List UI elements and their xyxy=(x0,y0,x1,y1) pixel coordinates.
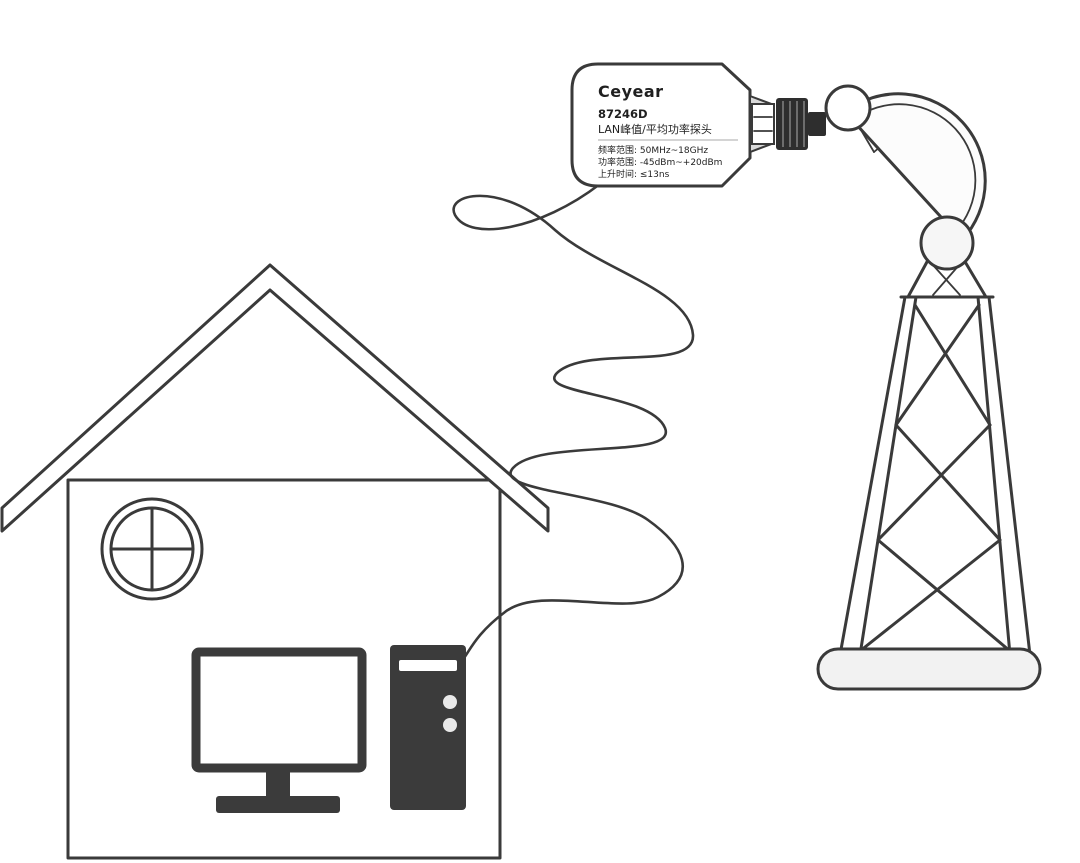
computer-monitor xyxy=(191,647,367,813)
round-window xyxy=(100,497,204,601)
tower-brace xyxy=(913,303,992,427)
sensor-spec-power: 功率范围: -45dBm~+20dBm xyxy=(598,156,722,168)
tower-right-rail-outer xyxy=(987,295,1032,657)
dish-mount-knob xyxy=(919,215,975,271)
sensor-name-text: LAN峰值/平均功率探头 xyxy=(598,122,712,136)
pc-power-button xyxy=(443,695,457,709)
radio-tower xyxy=(816,258,1042,691)
sensor-model-text: 87246D xyxy=(598,107,648,121)
pc-drive-slot xyxy=(399,660,457,671)
tower-left-rail-outer xyxy=(838,295,907,657)
monitor-screen xyxy=(191,647,367,773)
tower-base xyxy=(816,647,1042,691)
tower-right-rail-inner xyxy=(976,295,1012,657)
rf-connector xyxy=(751,98,826,150)
pc-case xyxy=(390,645,466,810)
sensor-label: Ceyear 87246D LAN峰值/平均功率探头 频率范围: 50MHz~1… xyxy=(598,82,738,180)
tower-brace xyxy=(894,423,1002,542)
monitor-stand-base xyxy=(216,796,340,813)
tower-neck-left xyxy=(906,258,930,299)
usb-power-sensor: Ceyear 87246D LAN峰值/平均功率探头 频率范围: 50MHz~1… xyxy=(570,62,826,188)
tower-brace xyxy=(876,423,992,542)
dish-inner-rim xyxy=(852,103,977,233)
dish-reflector xyxy=(843,92,987,242)
sensor-brand-text: Ceyear xyxy=(598,82,664,101)
pc-reset-button xyxy=(443,718,457,732)
tower-brace xyxy=(858,538,1002,653)
connector-stub xyxy=(808,112,826,136)
monitor-stand-neck xyxy=(266,770,290,798)
tower-brace xyxy=(894,303,981,427)
sensor-spec-frequency: 频率范围: 50MHz~18GHz xyxy=(598,144,708,156)
house xyxy=(0,263,550,860)
house-roof xyxy=(0,263,550,533)
tower-brace xyxy=(876,538,1012,653)
tower-neck-right xyxy=(962,258,988,299)
tower-neck-brace xyxy=(932,263,961,296)
connector-flange xyxy=(751,103,775,145)
satellite-dish xyxy=(824,84,987,271)
feed-horn xyxy=(824,84,872,132)
tower-left-rail-inner xyxy=(858,295,918,657)
sensor-body xyxy=(570,62,752,188)
sensor-spec-risetime: 上升时间: ≤13ns xyxy=(598,168,670,180)
pc-tower xyxy=(390,645,466,810)
cable xyxy=(452,182,695,660)
